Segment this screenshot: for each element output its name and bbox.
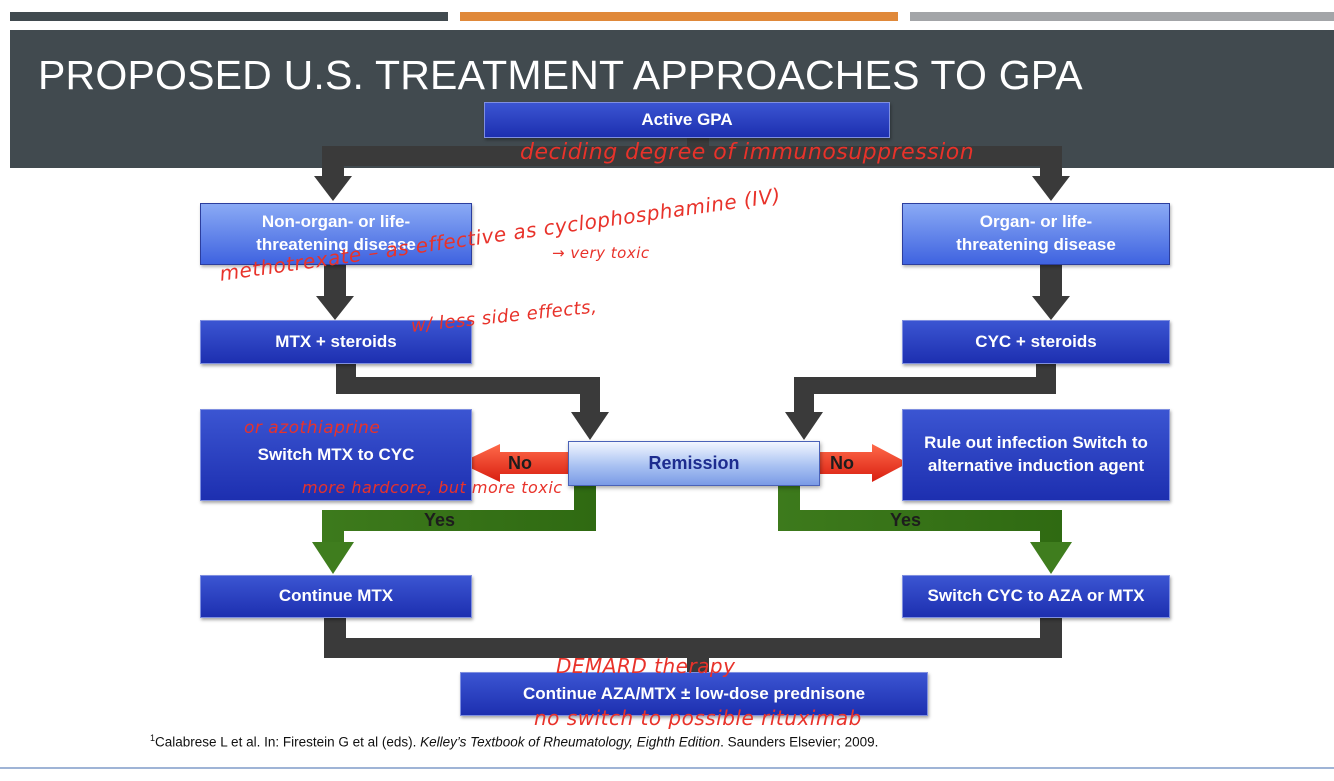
remission-box: Remission: [568, 441, 820, 486]
organ-label: Organ- or life-threatening disease: [956, 212, 1116, 254]
annotation-more-hardcore: more hardcore, but more toxic: [302, 478, 563, 497]
continue-aza-box: Continue AZA/MTX ± low-dose prednisone: [460, 672, 928, 716]
connector-top-right-drop: [1040, 146, 1062, 180]
arrowhead-to-remission-right: [785, 412, 823, 440]
reference-book-title: Kelley’s Textbook of Rheumatology, Eight…: [420, 734, 721, 750]
annotation-deciding: deciding degree of immunosuppression: [520, 140, 975, 165]
switch-mtx-label: Switch MTX to CYC: [257, 444, 415, 464]
yes-arrow-left: [322, 486, 596, 546]
cyc-steroids-label: CYC + steroids: [975, 331, 1097, 351]
no-arrow-right: [818, 444, 908, 482]
connector-cyc-to-remission: [794, 364, 1056, 414]
yes-label-left: Yes: [424, 510, 456, 530]
yes-label-right: Yes: [890, 510, 922, 530]
no-label-right: No: [830, 453, 854, 473]
arrowhead-to-organ: [1032, 176, 1070, 201]
annotation-no-switch: no switch to possible rituximab: [534, 706, 862, 730]
non-organ-label: Non-organ- or life-threatening disease: [256, 212, 416, 254]
connector-right-mid: [1040, 265, 1062, 299]
reference-number: 1: [150, 733, 156, 743]
rule-out-box: Rule out infection Switch to alternative…: [902, 409, 1170, 501]
mtx-steroids-box: MTX + steroids: [200, 320, 472, 364]
arrowhead-to-cyc: [1032, 296, 1070, 320]
bottom-divider: [0, 767, 1334, 769]
yes-arrowhead-left: [312, 542, 354, 574]
connector-left-mid: [324, 265, 346, 299]
organ-box: Organ- or life-threatening disease: [902, 203, 1170, 265]
reference-citation: 1Calabrese L et al. In: Firestein G et a…: [150, 733, 910, 751]
connector-mtx-to-remission: [336, 364, 600, 414]
annotation-demard: DEMARD therapy: [556, 654, 736, 678]
arrowhead-to-mtx: [316, 296, 354, 320]
top-bar-orange: [460, 12, 898, 21]
no-label-left: No: [508, 453, 532, 473]
no-arrow-left: [460, 444, 572, 482]
header-band: [10, 30, 1334, 168]
arrowhead-to-remission-left: [571, 412, 609, 440]
switch-cyc-label: Switch CYC to AZA or MTX: [927, 586, 1145, 606]
reference-publisher: . Saunders Elsevier; 2009.: [720, 734, 879, 750]
switch-cyc-box: Switch CYC to AZA or MTX: [902, 575, 1170, 618]
cyc-steroids-box: CYC + steroids: [902, 320, 1170, 364]
switch-mtx-box: Switch MTX to CYC: [200, 409, 472, 501]
continue-mtx-box: Continue MTX: [200, 575, 472, 618]
remission-label: Remission: [648, 453, 740, 474]
yes-arrowhead-right: [1030, 542, 1072, 574]
mtx-steroids-label: MTX + steroids: [275, 331, 397, 351]
top-bar-dark: [10, 12, 448, 21]
non-organ-box: Non-organ- or life-threatening disease: [200, 203, 472, 265]
rule-out-label: Rule out infection Switch to alternative…: [924, 433, 1148, 475]
continue-aza-label: Continue AZA/MTX ± low-dose prednisone: [522, 683, 866, 703]
page-title: PROPOSED U.S. TREATMENT APPROACHES TO GP…: [38, 52, 1083, 98]
active-gpa-label: Active GPA: [641, 109, 733, 129]
yes-arrow-right: [778, 486, 1062, 546]
arrowhead-to-non-organ: [314, 176, 352, 201]
annotation-azathiaprine: or azothiaprine: [244, 418, 381, 438]
top-bar-gray: [910, 12, 1334, 21]
continue-mtx-label: Continue MTX: [278, 586, 394, 606]
connector-top-left-drop: [322, 146, 344, 180]
reference-authors: Calabrese L et al. In: Firestein G et al…: [155, 734, 421, 750]
annotation-very-toxic: → very toxic: [552, 244, 650, 262]
connector-top-horizontal: [322, 146, 1062, 166]
connector-bottom-stem: [687, 638, 709, 672]
active-gpa-box: Active GPA: [484, 102, 890, 138]
